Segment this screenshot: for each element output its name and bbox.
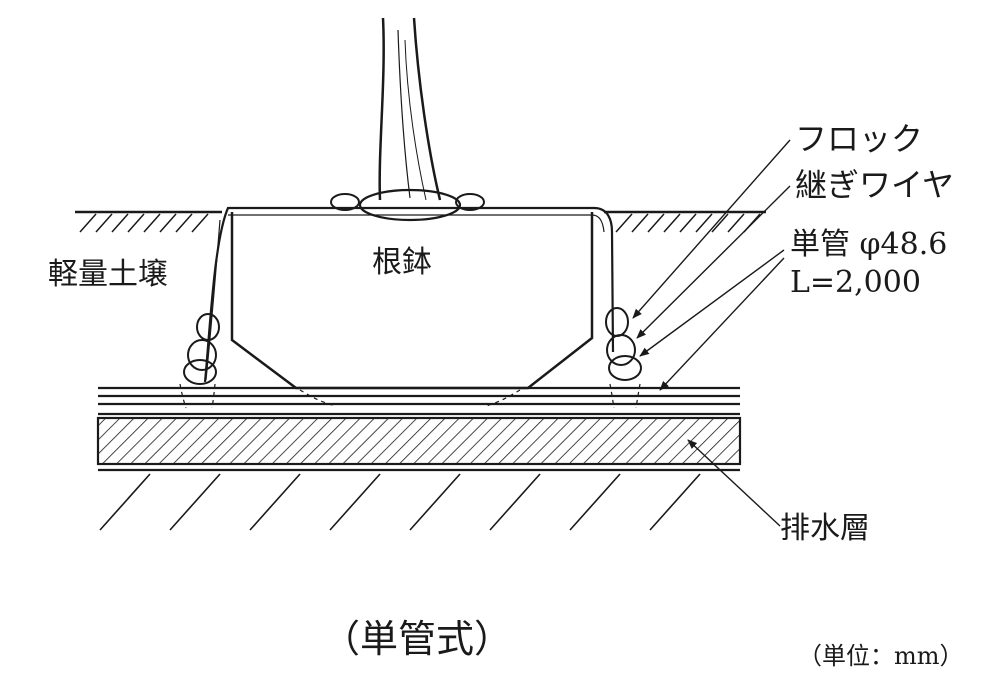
ground-surface [75,210,766,233]
root-ball [230,212,594,390]
flock-left [183,313,220,385]
flock-right [605,307,642,381]
subgrade-hatch [99,473,701,531]
label-soil: 軽量土壌 [48,257,168,292]
label-rootball: 根鉢 [372,245,432,280]
connecting-wire [203,206,615,383]
label-drain: 排水層 [780,511,870,546]
drainage-layer [96,402,742,472]
ground-hatch-left [79,213,209,233]
trunk-base-burlap [330,188,485,222]
tree-trunk [378,17,442,201]
leader-arrows [632,139,791,527]
label-flock: フロック [795,120,923,158]
label-pipe-spec: 単管 φ48.6 [790,227,947,262]
unit-note: （単位：mm） [798,642,964,670]
ground-hatch-right [615,213,761,233]
diagram-title: （単管式） [322,617,512,661]
label-pipe-length: L=2,000 [790,265,921,300]
label-wire: 継ぎワイヤ [795,166,954,204]
